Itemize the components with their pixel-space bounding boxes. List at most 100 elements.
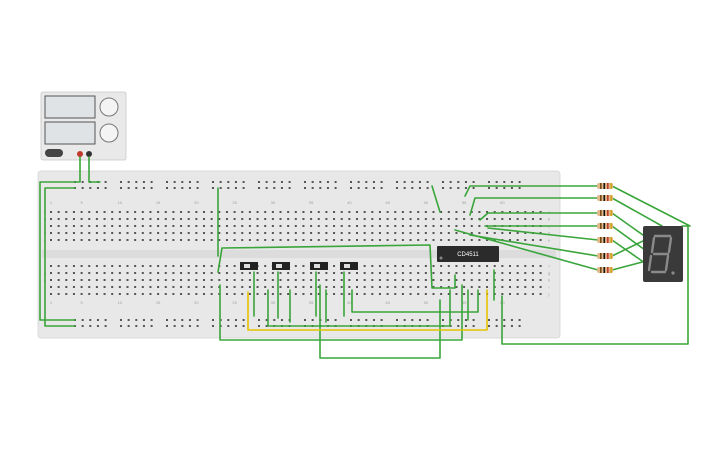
breadboard-hole[interactable]: [531, 218, 534, 220]
breadboard-hole[interactable]: [516, 279, 519, 281]
breadboard-hole[interactable]: [447, 286, 450, 288]
breadboard-hole[interactable]: [348, 211, 351, 213]
breadboard-hole[interactable]: [424, 279, 427, 281]
breadboard-hole[interactable]: [440, 293, 443, 295]
breadboard-hole[interactable]: [126, 286, 129, 288]
breadboard-hole[interactable]: [356, 293, 358, 295]
wire-bottom-loop-2[interactable]: [319, 284, 441, 359]
breadboard-hole[interactable]: [227, 187, 230, 189]
breadboard-hole[interactable]: [442, 181, 444, 183]
breadboard-hole[interactable]: [127, 181, 130, 183]
breadboard-hole[interactable]: [302, 211, 305, 213]
breadboard-hole[interactable]: [311, 181, 314, 183]
breadboard-hole[interactable]: [279, 293, 282, 295]
breadboard-hole[interactable]: [455, 239, 458, 241]
breadboard-hole[interactable]: [88, 218, 91, 220]
breadboard-hole[interactable]: [258, 181, 260, 183]
breadboard-hole[interactable]: [294, 272, 297, 274]
breadboard-hole[interactable]: [65, 211, 68, 213]
breadboard-hole[interactable]: [501, 272, 504, 274]
breadboard-hole[interactable]: [248, 232, 251, 234]
breadboard-hole[interactable]: [378, 272, 381, 274]
breadboard-hole[interactable]: [348, 225, 351, 227]
breadboard-hole[interactable]: [333, 218, 336, 220]
breadboard-hole[interactable]: [524, 232, 527, 234]
breadboard-hole[interactable]: [350, 319, 352, 321]
breadboard-hole[interactable]: [539, 272, 542, 274]
breadboard-hole[interactable]: [157, 272, 160, 274]
breadboard-hole[interactable]: [325, 279, 328, 281]
breadboard-hole[interactable]: [509, 279, 511, 281]
breadboard-hole[interactable]: [248, 239, 251, 241]
breadboard-hole[interactable]: [287, 218, 290, 220]
breadboard-hole[interactable]: [149, 265, 152, 267]
breadboard-hole[interactable]: [241, 218, 244, 220]
breadboard-hole[interactable]: [203, 232, 205, 234]
breadboard-hole[interactable]: [463, 272, 466, 274]
breadboard-hole[interactable]: [157, 218, 160, 220]
breadboard-hole[interactable]: [325, 232, 328, 234]
breadboard-hole[interactable]: [127, 319, 130, 321]
breadboard-hole[interactable]: [424, 232, 427, 234]
breadboard-hole[interactable]: [150, 187, 153, 189]
wire-output-a[interactable]: [464, 185, 599, 197]
breadboard-hole[interactable]: [516, 211, 519, 213]
breadboard-hole[interactable]: [166, 319, 168, 321]
breadboard-hole[interactable]: [326, 319, 329, 321]
breadboard-hole[interactable]: [493, 265, 496, 267]
breadboard-hole[interactable]: [509, 293, 511, 295]
breadboard-hole[interactable]: [172, 211, 175, 213]
power-switch[interactable]: [45, 149, 63, 157]
breadboard-hole[interactable]: [95, 265, 98, 267]
breadboard-hole[interactable]: [264, 265, 267, 267]
breadboard-hole[interactable]: [432, 211, 435, 213]
breadboard-hole[interactable]: [279, 211, 282, 213]
breadboard-hole[interactable]: [363, 279, 366, 281]
breadboard-hole[interactable]: [212, 181, 214, 183]
breadboard-hole[interactable]: [95, 293, 98, 295]
breadboard-hole[interactable]: [279, 225, 282, 227]
breadboard-hole[interactable]: [233, 239, 236, 241]
breadboard-hole[interactable]: [447, 218, 450, 220]
breadboard-hole[interactable]: [180, 211, 183, 213]
breadboard-hole[interactable]: [265, 187, 268, 189]
breadboard-hole[interactable]: [118, 279, 121, 281]
breadboard-hole[interactable]: [242, 181, 245, 183]
breadboard-hole[interactable]: [302, 279, 305, 281]
breadboard-hole[interactable]: [219, 187, 222, 189]
breadboard-hole[interactable]: [126, 272, 129, 274]
breadboard-hole[interactable]: [294, 225, 297, 227]
breadboard-hole[interactable]: [164, 225, 167, 227]
breadboard-hole[interactable]: [518, 187, 521, 189]
breadboard-hole[interactable]: [524, 265, 527, 267]
breadboard-hole[interactable]: [333, 293, 336, 295]
breadboard-hole[interactable]: [134, 225, 137, 227]
breadboard-hole[interactable]: [348, 286, 351, 288]
breadboard-hole[interactable]: [371, 211, 374, 213]
breadboard-hole[interactable]: [510, 325, 513, 327]
breadboard-hole[interactable]: [432, 225, 435, 227]
breadboard-hole[interactable]: [524, 286, 527, 288]
breadboard-hole[interactable]: [518, 325, 521, 327]
breadboard-hole[interactable]: [455, 265, 458, 267]
breadboard-hole[interactable]: [287, 211, 290, 213]
breadboard-hole[interactable]: [164, 211, 167, 213]
breadboard-hole[interactable]: [455, 225, 458, 227]
breadboard-hole[interactable]: [265, 325, 268, 327]
breadboard-hole[interactable]: [356, 279, 358, 281]
breadboard-hole[interactable]: [88, 265, 91, 267]
breadboard-hole[interactable]: [288, 187, 291, 189]
breadboard-hole[interactable]: [88, 211, 91, 213]
breadboard-hole[interactable]: [334, 319, 337, 321]
breadboard-hole[interactable]: [248, 293, 251, 295]
breadboard-hole[interactable]: [457, 319, 460, 321]
breadboard-hole[interactable]: [203, 293, 205, 295]
breadboard-hole[interactable]: [50, 225, 52, 227]
breadboard-hole[interactable]: [457, 325, 460, 327]
breadboard-hole[interactable]: [424, 239, 427, 241]
breadboard-hole[interactable]: [135, 319, 138, 321]
breadboard-hole[interactable]: [212, 325, 214, 327]
breadboard-hole[interactable]: [325, 286, 328, 288]
breadboard-hole[interactable]: [141, 211, 144, 213]
breadboard-hole[interactable]: [317, 218, 320, 220]
